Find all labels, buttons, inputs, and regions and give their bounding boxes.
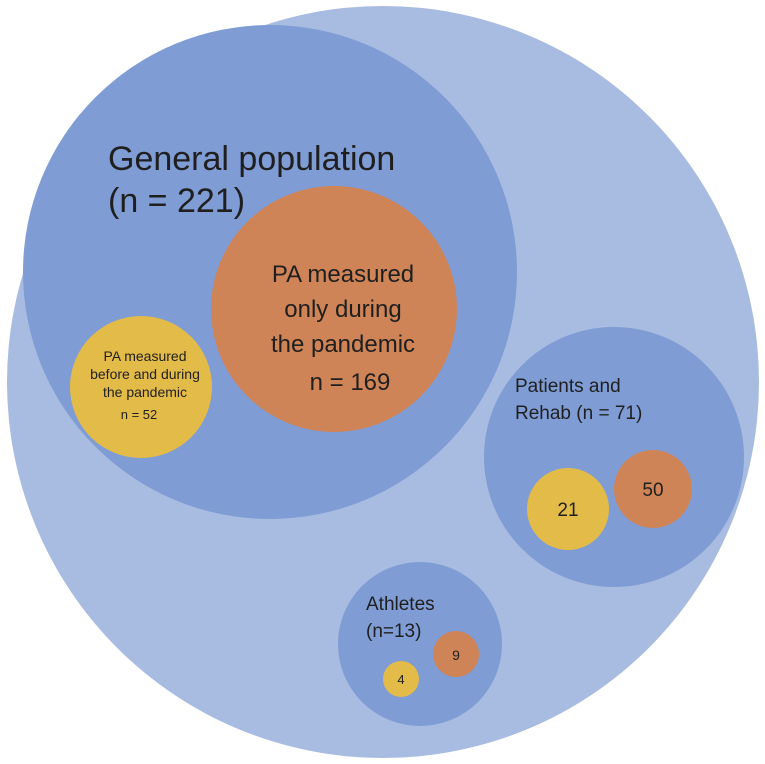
general-before-during-circle [70, 316, 212, 458]
general-before-during-line2: before and during [90, 366, 200, 382]
patients-rehab-title-line1: Patients and [515, 376, 621, 397]
athletes-before-during-circle [383, 661, 419, 697]
athletes-before-during-n: 4 [397, 672, 404, 687]
general-before-during-line1: PA measured [103, 348, 186, 364]
patients-rehab-circle [484, 327, 744, 587]
patients-before-during-n: 21 [557, 500, 578, 521]
athletes-during-only-circle [433, 631, 479, 677]
athletes-title-line2: (n=13) [366, 621, 421, 642]
general-during-only-circle [211, 186, 457, 432]
athletes-title-line1: Athletes [366, 594, 435, 615]
patients-during-only-circle [614, 450, 692, 528]
general-before-during-n: n = 52 [121, 407, 158, 422]
patients-before-during-circle [527, 468, 609, 550]
athletes-circle [338, 562, 502, 726]
general-population-n: (n = 221) [108, 182, 245, 220]
general-during-only-line1: PA measured [272, 261, 414, 288]
general-before-during-line3: the pandemic [103, 384, 187, 400]
general-population-title: General population [108, 140, 395, 178]
patients-rehab-title-line2: Rehab (n = 71) [515, 403, 642, 424]
general-during-only-n: n = 169 [310, 369, 391, 396]
athletes-during-only-n: 9 [452, 647, 460, 663]
general-during-only-line2: only during [284, 296, 401, 323]
general-during-only-line3: the pandemic [271, 331, 415, 358]
patients-during-only-n: 50 [642, 480, 663, 501]
